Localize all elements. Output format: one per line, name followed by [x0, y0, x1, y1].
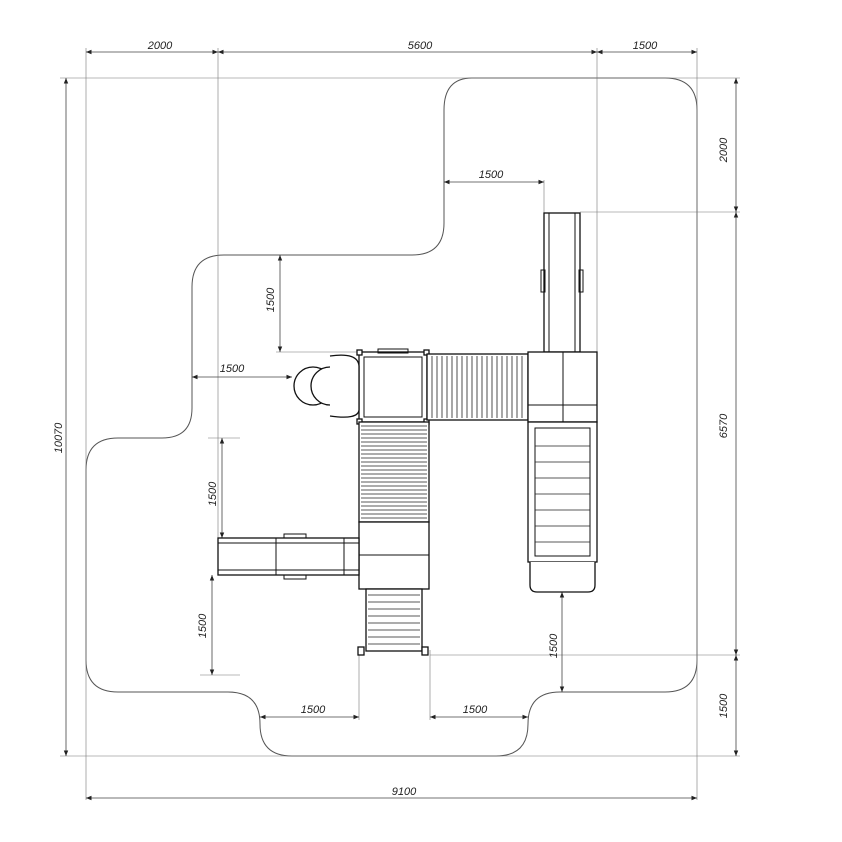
dim-bottom-total: 9100	[392, 786, 417, 798]
bottom-stairs	[357, 588, 429, 656]
dim-slide-left-vertical: 1500	[207, 481, 219, 506]
dim-top-mid: 5600	[408, 40, 433, 52]
dim-right-mid: 6570	[718, 413, 730, 438]
dim-inner-left-vertical: 1500	[265, 287, 277, 312]
spiral-slide	[293, 354, 360, 418]
lower-platform	[358, 521, 430, 590]
dim-bottom-left: 1500	[301, 704, 326, 716]
dim-right-top: 2000	[718, 137, 730, 163]
dim-stair-vertical: 1500	[548, 633, 560, 658]
dimension-lines	[63, 49, 739, 801]
central-ramp	[358, 421, 430, 523]
right-ladder	[527, 421, 598, 593]
right-tower	[527, 351, 598, 423]
bridge-planks	[431, 356, 523, 418]
dim-inner-top-offset: 1500	[479, 169, 504, 181]
dim-left-total: 10070	[53, 422, 65, 453]
bridge	[426, 353, 529, 421]
extension-lines	[60, 48, 740, 800]
dim-slide-left-bottom: 1500	[197, 613, 209, 638]
top-slide	[540, 212, 584, 353]
left-low-slide	[217, 533, 360, 580]
dim-right-bottom: 1500	[718, 693, 730, 718]
playground-equipment	[217, 212, 598, 656]
dim-inner-left-horizontal: 1500	[220, 363, 245, 375]
dim-bottom-right: 1500	[463, 704, 488, 716]
dim-top-left: 2000	[147, 40, 173, 52]
dim-top-right: 1500	[633, 40, 658, 52]
left-tower	[356, 348, 430, 425]
safety-zone-outline	[85, 77, 698, 757]
